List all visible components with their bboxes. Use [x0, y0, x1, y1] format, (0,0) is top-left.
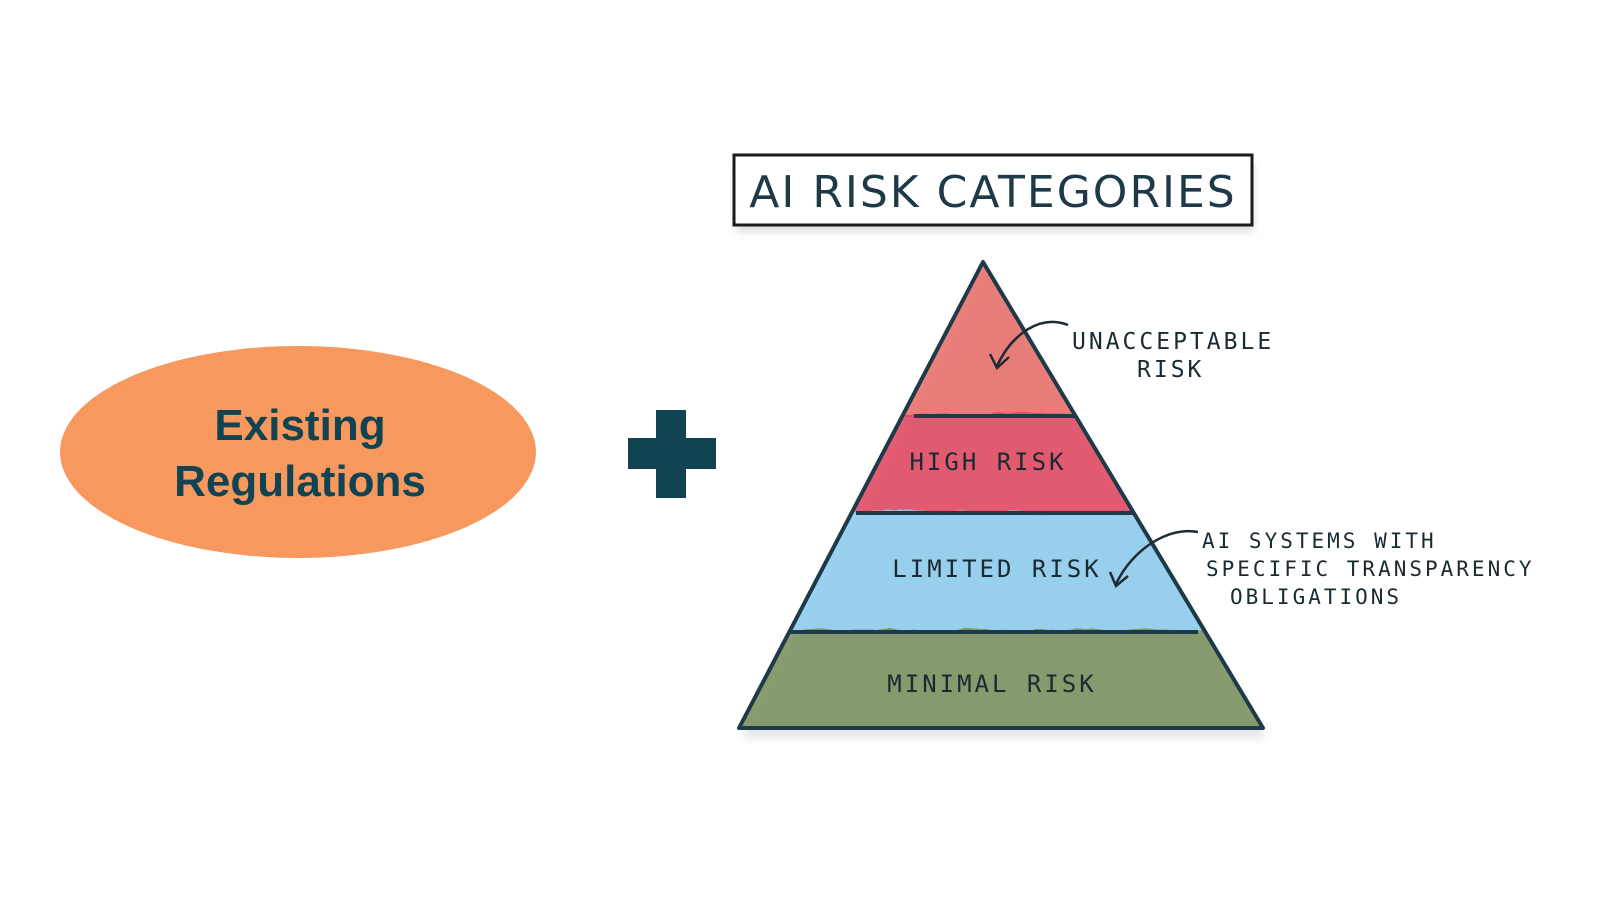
- unacceptable-annotation: UNACCEPTABLE RISK: [988, 320, 1274, 383]
- page-title: AI RISK CATEGORIES: [749, 167, 1236, 218]
- tier-minimal-label: MINIMAL RISK: [887, 670, 1096, 698]
- tier-high-label: HIGH RISK: [909, 448, 1066, 476]
- unacceptable-label-line2: RISK: [1137, 357, 1204, 383]
- pyramid: [739, 262, 1263, 728]
- tier-minimal-fill: [739, 630, 1263, 728]
- curved-arrow-icon: [1114, 529, 1199, 585]
- tier-limited-label: LIMITED RISK: [892, 555, 1101, 583]
- arrowhead: [1108, 571, 1129, 589]
- ellipse-text-line2: Regulations: [174, 457, 426, 506]
- unacceptable-label-line1: UNACCEPTABLE: [1072, 329, 1274, 355]
- ellipse-text-line1: Existing: [214, 401, 385, 450]
- tier-unacceptable-fill: [739, 262, 1263, 416]
- pyramid-outline: [737, 260, 1265, 730]
- arrowhead: [988, 353, 1010, 371]
- limited-label-line2: SPECIFIC TRANSPARENCY: [1206, 557, 1535, 581]
- existing-regulations-ellipse: Existing Regulations: [60, 346, 536, 558]
- limited-annotation: AI SYSTEMS WITH SPECIFIC TRANSPARENCY OB…: [1108, 529, 1535, 609]
- title-box: AI RISK CATEGORIES: [732, 153, 1254, 232]
- limited-label-line3: OBLIGATIONS: [1230, 585, 1402, 609]
- plus-icon: [628, 410, 716, 498]
- curved-arrow-icon: [995, 320, 1069, 367]
- limited-label-line1: AI SYSTEMS WITH: [1202, 529, 1437, 553]
- ellipse-shape: [60, 346, 536, 558]
